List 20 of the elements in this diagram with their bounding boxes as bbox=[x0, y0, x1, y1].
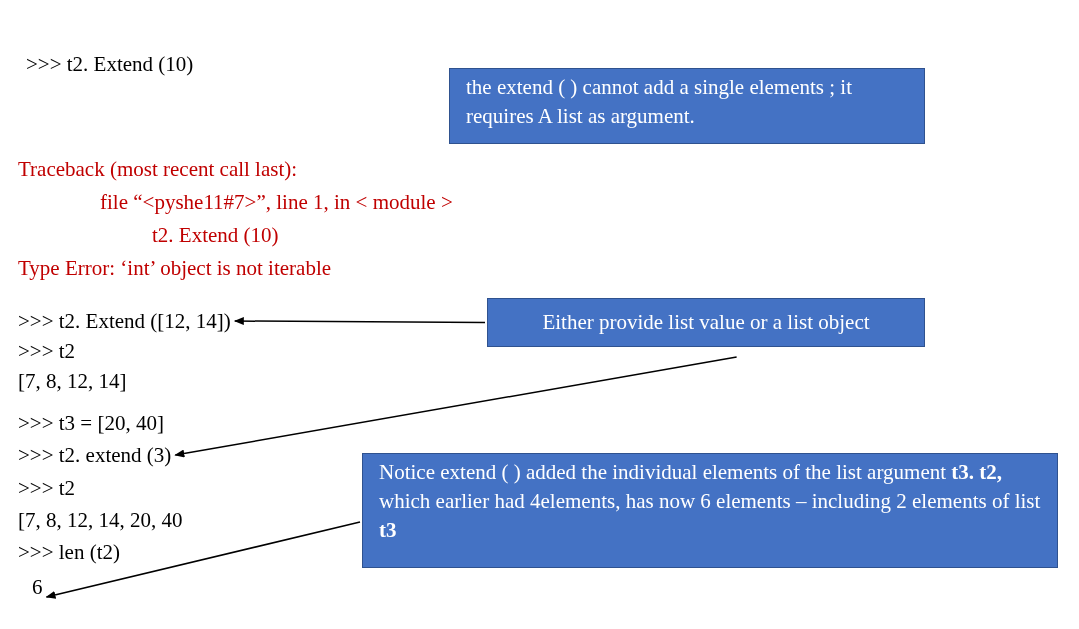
arrow bbox=[45, 521, 361, 599]
callout-box: the extend ( ) cannot add a single elements ; it requires A list as argument. bbox=[449, 68, 925, 144]
code-line: 6 bbox=[32, 575, 43, 599]
code-line: >>> t2. extend (3) bbox=[18, 443, 172, 467]
code-line: >>> t2. Extend ([12, 14]) bbox=[18, 309, 231, 333]
error-line: Traceback (most recent call last): bbox=[18, 157, 298, 181]
error-line: t2. Extend (10) bbox=[152, 223, 279, 247]
code-line: >>> len (t2) bbox=[18, 540, 120, 564]
arrow bbox=[174, 356, 738, 458]
code-line: >>> t2 bbox=[18, 476, 76, 500]
callout-box: Notice extend ( ) added the individual elements of the list argument t3. t2, which earlier had 4elements, has now 6 elements – including 2 elements of list t3 bbox=[362, 453, 1058, 568]
callout-box: Either provide list value or a list object bbox=[487, 298, 925, 347]
arrow bbox=[233, 317, 486, 326]
code-line: >>> t2. Extend (10) bbox=[26, 52, 194, 76]
code-line: >>> t3 = [20, 40] bbox=[18, 411, 164, 435]
error-line: Type Error: ‘int’ object is not iterable bbox=[18, 256, 332, 280]
error-line: file “<pyshe11#7>”, line 1, in < module > bbox=[100, 190, 453, 214]
code-line: [7, 8, 12, 14, 20, 40 bbox=[18, 508, 183, 532]
code-line: >>> t2 bbox=[18, 339, 76, 363]
code-line: [7, 8, 12, 14] bbox=[18, 369, 127, 393]
